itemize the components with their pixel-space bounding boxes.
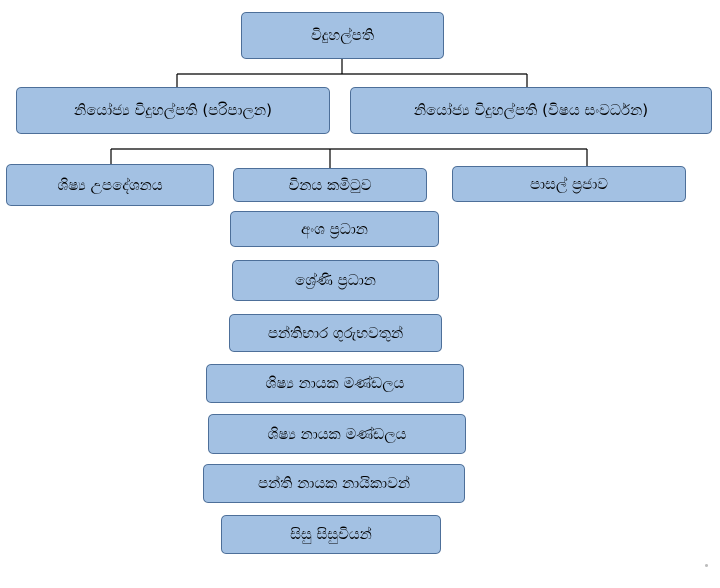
grade-heads-box: ශ්‍රේණි ප්‍රධාන	[232, 260, 439, 301]
student-counseling-label: ශිෂ්‍ය උපදේශනය	[57, 175, 163, 194]
deputy-curriculum-box: නියෝජ්‍ය විදුහල්පති (විෂය සංවර්ධන)	[350, 87, 712, 134]
class-teachers-label: පන්තිභාර ගුරුභවතුන්	[267, 323, 404, 342]
principal-box: විදුහල්පති	[241, 12, 444, 59]
deputy-curriculum-label: නියෝජ්‍ය විදුහල්පති (විෂය සංවර්ධන)	[413, 101, 649, 120]
deputy-admin-box: නියෝජ්‍ය විදුහල්පති (පරිපාලන)	[16, 87, 330, 134]
student-leaders-council-box-2: ශිෂ්‍ය නායක මණ්ඩලය	[208, 414, 466, 454]
student-leaders-council-label-1: ශිෂ්‍ය නායක මණ්ඩලය	[265, 374, 405, 393]
discipline-committee-box: විනය කමිටුව	[233, 168, 427, 202]
student-leaders-council-label-2: ශිෂ්‍ය නායක මණ්ඩලය	[267, 424, 407, 443]
student-counseling-box: ශිෂ්‍ය උපදේශනය	[6, 164, 214, 206]
class-leaders-box: පන්ති නායක නායිකාවන්	[203, 464, 465, 503]
section-heads-label: අංශ ප්‍රධාන	[301, 219, 368, 238]
grade-heads-label: ශ්‍රේණි ප්‍රධාන	[295, 271, 376, 290]
class-leaders-label: පන්ති නායක නායිකාවන්	[257, 474, 411, 493]
deputy-admin-label: නියෝජ්‍ය විදුහල්පති (පරිපාලන)	[74, 101, 272, 120]
school-community-box: පාසල් ප්‍රජාව	[452, 166, 686, 202]
discipline-committee-label: විනය කමිටුව	[288, 175, 372, 194]
stray-dot	[705, 564, 708, 567]
student-leaders-council-box-1: ශිෂ්‍ය නායක මණ්ඩලය	[206, 364, 464, 403]
class-teachers-box: පන්තිභාර ගුරුභවතුන්	[229, 314, 442, 352]
students-box: සිසු සිසුවියන්	[221, 515, 441, 554]
school-community-label: පාසල් ප්‍රජාව	[529, 174, 609, 193]
students-label: සිසු සිසුවියන්	[290, 525, 372, 544]
section-heads-box: අංශ ප්‍රධාන	[230, 211, 439, 247]
principal-label: විදුහල්පති	[310, 26, 375, 45]
